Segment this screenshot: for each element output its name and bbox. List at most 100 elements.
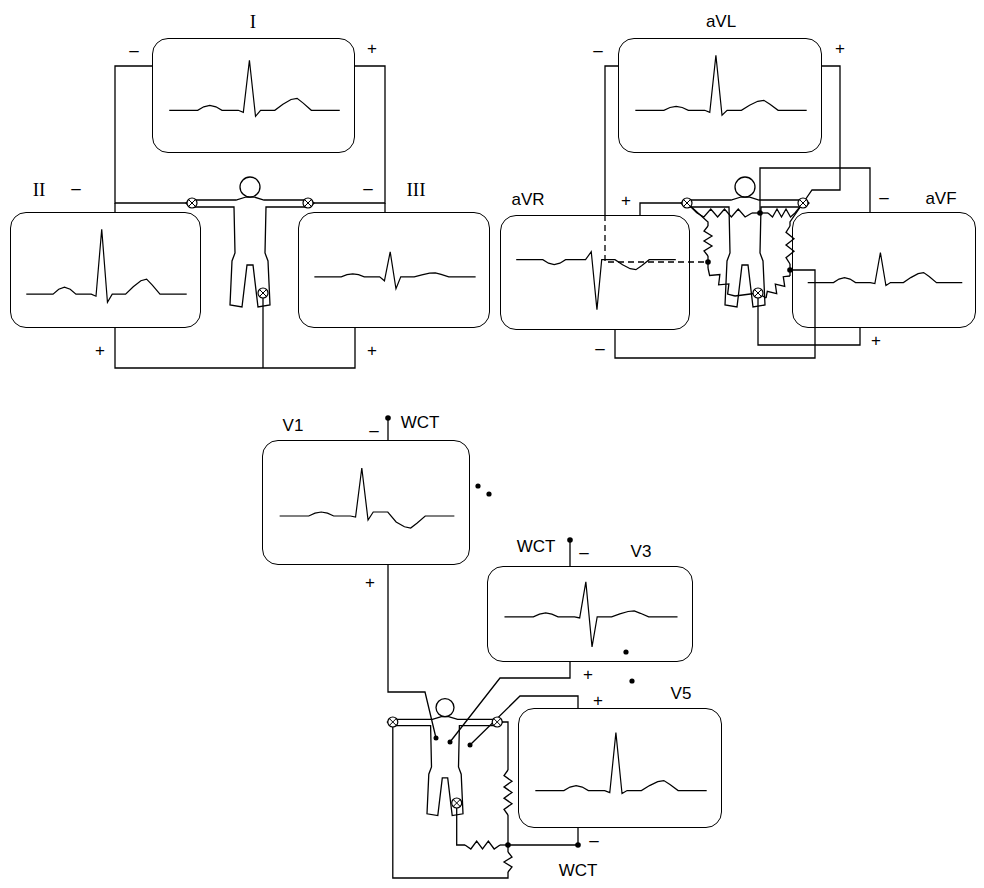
lead-name: II bbox=[33, 180, 46, 199]
terminal-label: WCT bbox=[517, 538, 556, 555]
lead-wire bbox=[388, 565, 436, 738]
lead-wire bbox=[605, 66, 618, 215]
lead-wire bbox=[758, 293, 860, 345]
resistor-symbol bbox=[697, 209, 752, 217]
ecg-trace bbox=[153, 39, 356, 154]
resistor-symbol bbox=[768, 209, 795, 217]
terminal-dot bbox=[567, 537, 573, 543]
lead-wire bbox=[387, 418, 388, 440]
lead-wire bbox=[115, 66, 192, 203]
polarity-sign: – bbox=[363, 180, 372, 197]
terminal-dot bbox=[505, 842, 511, 848]
lead-box: V3 bbox=[487, 566, 693, 662]
electrode bbox=[682, 198, 692, 208]
lead-box: V1 bbox=[262, 440, 470, 565]
chest-electrode bbox=[468, 743, 473, 748]
ecg-waveform bbox=[169, 60, 340, 116]
lead-name: aVR bbox=[511, 191, 544, 208]
ecg-waveform bbox=[535, 733, 706, 794]
polarity-sign: + bbox=[593, 692, 603, 709]
ecg-trace bbox=[501, 216, 691, 331]
lead-wire bbox=[308, 66, 385, 203]
electrode bbox=[492, 717, 502, 727]
lead-name: V3 bbox=[631, 543, 652, 560]
resistor-symbol bbox=[504, 770, 512, 815]
lead-wire bbox=[457, 803, 465, 845]
ecg-waveform bbox=[504, 582, 677, 647]
electrode bbox=[798, 198, 808, 208]
body-figure bbox=[186, 177, 314, 307]
ecg-trace bbox=[619, 39, 823, 154]
lead-box: aVR bbox=[500, 215, 690, 330]
lead-wire bbox=[508, 844, 578, 845]
lead-wire bbox=[497, 722, 508, 770]
polarity-sign: – bbox=[579, 544, 588, 561]
lead-wire bbox=[507, 815, 508, 845]
lead-box: II bbox=[10, 212, 201, 328]
lead-box: III bbox=[298, 212, 490, 328]
electrode bbox=[753, 288, 763, 298]
lead-wire bbox=[640, 203, 687, 215]
ecg-trace bbox=[793, 213, 977, 329]
lead-box: V5 bbox=[518, 708, 722, 828]
ellipsis-dot bbox=[475, 483, 480, 488]
polarity-sign: + bbox=[621, 192, 631, 209]
body-figure bbox=[681, 177, 809, 307]
resistor-symbol bbox=[708, 268, 735, 296]
polarity-sign: – bbox=[589, 832, 598, 849]
ecg-trace bbox=[488, 567, 694, 663]
polarity-sign: + bbox=[835, 40, 845, 57]
polarity-sign: – bbox=[595, 340, 604, 357]
resistor-symbol bbox=[766, 276, 790, 298]
polarity-sign: + bbox=[365, 574, 375, 591]
resistor-symbol bbox=[465, 841, 500, 849]
electrode bbox=[388, 717, 398, 727]
ellipsis-dot bbox=[623, 649, 628, 654]
body-figure bbox=[387, 699, 502, 816]
resistor-symbol bbox=[704, 226, 712, 256]
lead-wire bbox=[114, 203, 115, 212]
chest-electrode bbox=[448, 740, 453, 745]
polarity-sign: + bbox=[871, 332, 881, 349]
lead-box: I bbox=[152, 38, 355, 153]
ecg-trace bbox=[299, 213, 491, 329]
lead-name: V5 bbox=[671, 685, 692, 702]
resistor-symbol bbox=[504, 852, 512, 872]
electrode bbox=[452, 798, 462, 808]
ecg-waveform bbox=[808, 253, 963, 286]
terminal-label: WCT bbox=[559, 862, 598, 879]
electrode bbox=[303, 198, 313, 208]
lead-wire bbox=[393, 722, 508, 878]
lead-name: I bbox=[250, 12, 256, 31]
polarity-sign: – bbox=[369, 422, 378, 439]
polarity-sign: + bbox=[95, 342, 105, 359]
ecg-trace bbox=[263, 441, 471, 566]
polarity-sign: + bbox=[367, 40, 377, 57]
lead-box: aVL bbox=[618, 38, 822, 153]
ecg-trace bbox=[519, 709, 723, 829]
lead-wire bbox=[262, 293, 263, 368]
ecg-waveform bbox=[516, 252, 676, 310]
polarity-sign: + bbox=[367, 342, 377, 359]
chest-electrode bbox=[434, 736, 439, 741]
ecg-waveform bbox=[26, 229, 186, 302]
lead-name: III bbox=[407, 180, 426, 199]
ecg-trace bbox=[11, 213, 202, 329]
polarity-sign: – bbox=[593, 42, 602, 59]
polarity-sign: – bbox=[129, 42, 138, 59]
lead-name: aVL bbox=[706, 13, 736, 30]
lead-name: aVF bbox=[925, 190, 956, 207]
lead-wire bbox=[470, 696, 578, 745]
terminal-label: WCT bbox=[401, 414, 440, 431]
polarity-sign: + bbox=[583, 666, 593, 683]
lead-name: V1 bbox=[283, 417, 304, 434]
electrode bbox=[258, 288, 268, 298]
ecg-waveform bbox=[314, 252, 475, 289]
electrode bbox=[187, 198, 197, 208]
terminal-dot bbox=[705, 259, 711, 265]
polarity-sign: – bbox=[879, 189, 888, 206]
lead-wire bbox=[384, 203, 385, 212]
ellipsis-dot bbox=[629, 678, 634, 683]
